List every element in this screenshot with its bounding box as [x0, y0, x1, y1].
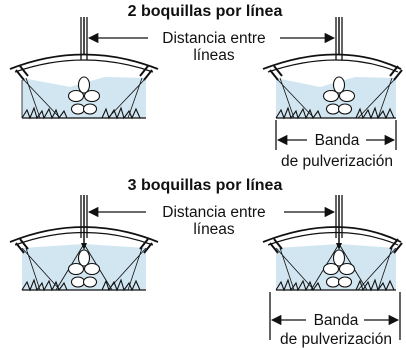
- band-label: Banda: [315, 132, 360, 149]
- row-spacing-dimension: Distancia entre líneas: [80, 17, 343, 64]
- spacing-label-line2: líneas: [193, 47, 235, 64]
- band-label: Banda: [314, 312, 359, 329]
- plant-icon: [322, 249, 356, 288]
- plant-icon: [67, 76, 101, 115]
- spray-boom: [262, 53, 402, 70]
- section-two-nozzles: 2 boquillas por línea Distancia entre lí…: [9, 3, 403, 170]
- spray-unit-left: [9, 17, 159, 120]
- spacing-label: Distancia entre: [162, 204, 265, 221]
- band-label-line2: de pulverización: [281, 153, 393, 170]
- section-title: 3 boquillas por línea: [128, 177, 283, 194]
- spacing-label-line2: líneas: [193, 221, 235, 238]
- section-title: 2 boquillas por línea: [128, 3, 283, 20]
- spray-unit-left: [9, 195, 159, 292]
- band-dimension: Banda de pulverización: [269, 292, 401, 348]
- section-three-nozzles: 3 boquillas por línea Distancia entre lí…: [9, 177, 403, 348]
- row-spacing-dimension: Distancia entre líneas: [80, 195, 343, 238]
- spacing-label: Distancia entre: [162, 30, 265, 47]
- spray-boom: [262, 226, 402, 243]
- spray-unit-right: [262, 195, 403, 292]
- spray-unit-right: [262, 17, 403, 120]
- plant-icon: [322, 76, 356, 115]
- plant-icon: [67, 249, 101, 288]
- band-label-line2: de pulverización: [280, 331, 392, 348]
- band-dimension: Banda de pulverización: [275, 120, 397, 170]
